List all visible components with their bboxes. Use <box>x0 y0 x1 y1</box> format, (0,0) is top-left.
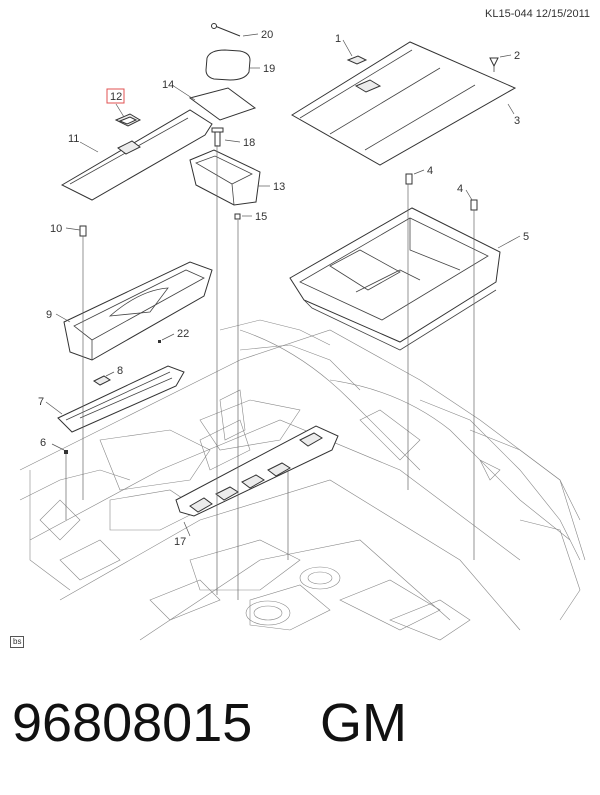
part-5-storage-tub: 5 <box>289 207 529 351</box>
part-1-cap: 1 <box>335 33 368 65</box>
callout-12: 12 <box>110 91 122 103</box>
drawing-reference: KL15-044 12/15/2011 <box>485 8 590 20</box>
callout-7: 7 <box>38 396 44 408</box>
part-6-clip: 6 <box>40 437 68 454</box>
callout-12-highlight-box <box>106 88 125 104</box>
callout-18: 18 <box>243 137 255 149</box>
part-number: 96808015 <box>12 693 253 753</box>
part-20-bolt: 20 <box>211 23 273 41</box>
callout-14: 14 <box>162 79 174 91</box>
part-4-bolt-a: 4 <box>405 165 433 185</box>
part-3-floor-cover: 3 <box>291 41 520 166</box>
vehicle-floor-background <box>19 319 586 641</box>
part-2-screw: 2 <box>489 50 520 72</box>
brand-label: GM <box>320 693 407 753</box>
callout-22: 22 <box>177 328 189 340</box>
part-14-panel: 14 <box>162 79 257 121</box>
callout-4b: 4 <box>457 183 463 195</box>
callout-2: 2 <box>514 50 520 62</box>
callout-4a: 4 <box>427 165 433 177</box>
part-13-bin: 13 <box>189 149 285 206</box>
callout-11: 11 <box>68 133 79 145</box>
exploded-parts-diagram: 20 19 14 12 11 18 13 <box>19 23 586 641</box>
part-18-bolt: 18 <box>211 127 255 149</box>
callout-13: 13 <box>273 181 285 193</box>
callout-6: 6 <box>40 437 46 449</box>
callout-19: 19 <box>263 63 275 75</box>
part-7-sill-trim: 7 <box>38 365 185 433</box>
callout-9: 9 <box>46 309 52 321</box>
part-22-clip: 22 <box>158 328 189 343</box>
callout-8: 8 <box>117 365 123 377</box>
part-8-pad: 8 <box>93 365 123 386</box>
part-15-clip: 15 <box>234 211 267 223</box>
callout-10: 10 <box>50 223 62 235</box>
assembly-lines <box>65 145 475 600</box>
callout-17: 17 <box>174 536 186 548</box>
callout-5: 5 <box>523 231 529 243</box>
part-19-pad: 19 <box>205 49 275 81</box>
callout-3: 3 <box>514 115 520 127</box>
callout-15: 15 <box>255 211 267 223</box>
callout-20: 20 <box>261 29 273 41</box>
part-12-cap: 12 <box>106 88 142 127</box>
part-17-rear-trim: 17 <box>174 425 339 548</box>
part-9-side-tray: 9 <box>46 261 213 361</box>
part-11-shelf: 11 <box>60 109 213 201</box>
bs-tag: bs <box>10 636 25 648</box>
callout-1: 1 <box>335 33 341 45</box>
part-10-bolt: 10 <box>50 223 87 237</box>
part-4-bolt-b: 4 <box>457 183 478 211</box>
